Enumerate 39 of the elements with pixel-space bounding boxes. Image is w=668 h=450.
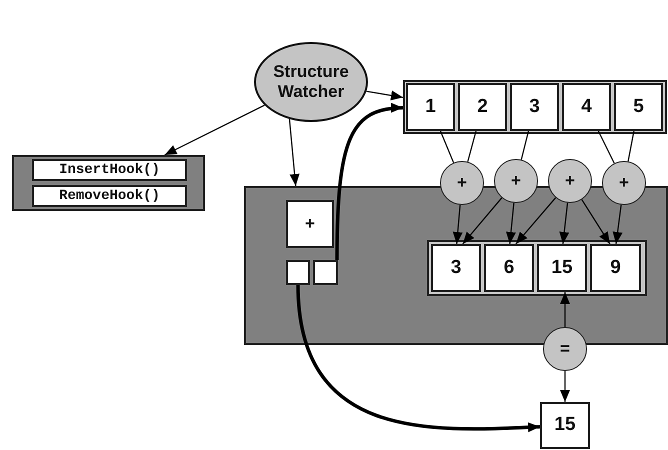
array-cell: 3 [510, 83, 559, 131]
arrow [515, 197, 556, 244]
input-array [403, 80, 667, 134]
output-array [427, 240, 647, 296]
array-cell: 6 [484, 244, 534, 292]
arrow [462, 197, 502, 244]
arrow [296, 284, 540, 432]
arrow [506, 202, 516, 244]
arrow [581, 199, 610, 244]
method-box: RemoveHook() [32, 185, 187, 207]
arrow [452, 204, 463, 244]
array-cell: 1 [406, 83, 455, 131]
connector-line [628, 130, 634, 162]
result-box: 15 [540, 402, 590, 449]
arrow [366, 90, 404, 100]
hook-panel [12, 155, 205, 211]
connector-line [467, 130, 477, 162]
connector-line [598, 130, 615, 164]
array-cell: 9 [590, 244, 641, 292]
array-cell: 4 [562, 83, 611, 131]
arrow [335, 103, 404, 260]
arrow [288, 118, 300, 186]
port-box [313, 260, 338, 285]
arrow [164, 104, 265, 156]
operator-panel [244, 186, 668, 345]
array-cell: 2 [458, 83, 507, 131]
array-cell: 3 [431, 244, 481, 292]
array-cell: 5 [614, 83, 663, 131]
array-cell: 15 [537, 244, 587, 292]
watcher-ellipse: Structure Watcher [254, 42, 368, 122]
arrow [560, 292, 570, 327]
operator-box: + [286, 200, 334, 248]
connector-line [440, 130, 454, 163]
port-box [286, 260, 310, 285]
connector-line [520, 130, 530, 160]
arrow [612, 204, 623, 244]
arrow [560, 371, 570, 402]
method-box: InsertHook() [32, 159, 187, 181]
arrow [559, 202, 570, 244]
